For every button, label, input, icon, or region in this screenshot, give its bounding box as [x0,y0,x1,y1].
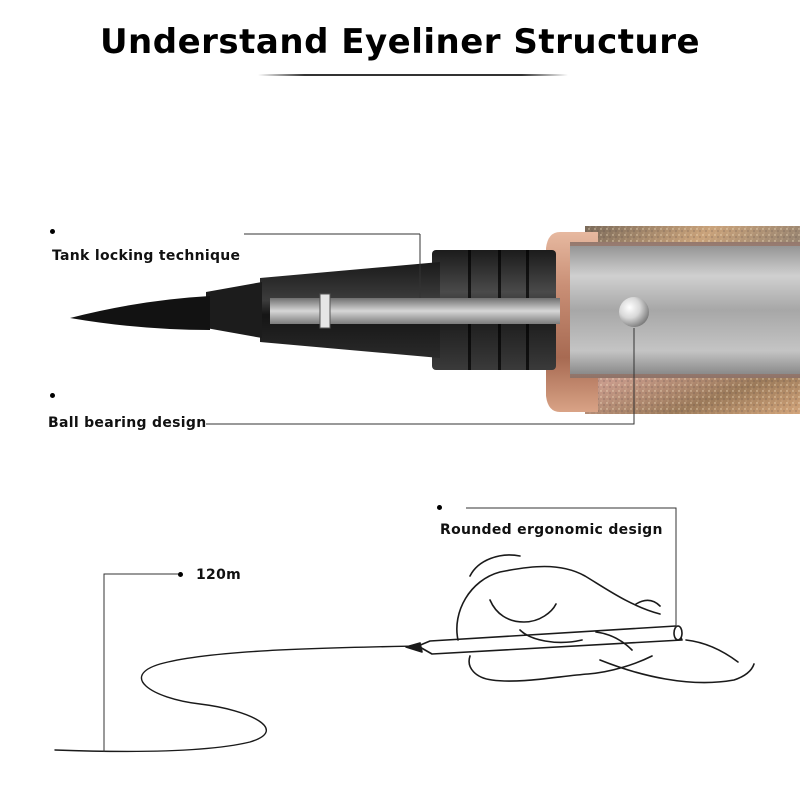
hand-drawing [54,554,755,753]
nib-collar [206,282,262,338]
hand-thumb [468,655,653,682]
callout-dot-ball [50,393,55,398]
drawn-line [54,645,416,753]
leader-length [103,573,180,752]
page-title: Understand Eyeliner Structure [99,22,701,62]
callout-dot-ergonomic [437,505,442,510]
silver-barrel [570,242,800,378]
hand-index [456,565,661,641]
label-length: 120m [196,567,242,583]
ball-bearing [619,297,649,327]
title-underline [258,74,568,76]
leader-ergonomic [466,507,677,628]
label-rounded-ergonomic: Rounded ergonomic design [440,522,663,538]
tank-lock-clip [319,293,331,329]
label-tank-locking: Tank locking technique [52,248,241,264]
ink-tank-core [270,298,560,324]
eyeliner-cutaway [70,226,800,414]
callout-dot-tank [50,229,55,234]
leader-ball [206,328,635,425]
hand-palm [599,659,755,684]
felt-nib [70,296,210,330]
callout-dot-length [178,572,183,577]
label-ball-bearing: Ball bearing design [48,415,207,431]
